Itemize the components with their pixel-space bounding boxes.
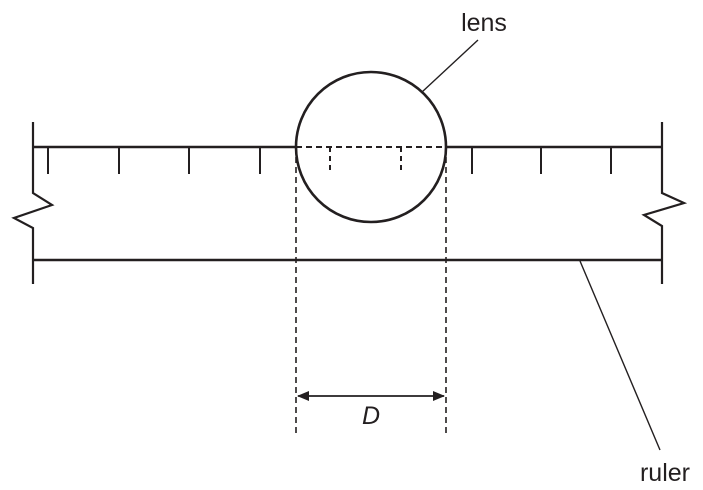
ruler-left-break-end <box>11 122 55 284</box>
ruler-right-break-end <box>641 122 688 284</box>
ruler-label: ruler <box>640 459 690 487</box>
lens-label: lens <box>461 9 507 37</box>
ruler-scale-ticks <box>47 147 612 174</box>
diameter-label: D <box>362 402 380 430</box>
lens-leader-line <box>421 39 479 93</box>
ruler <box>11 122 688 284</box>
ruler-hidden-under-lens <box>296 146 446 174</box>
ruler-leader-line <box>579 260 661 451</box>
diameter-measurement: D <box>295 147 447 433</box>
